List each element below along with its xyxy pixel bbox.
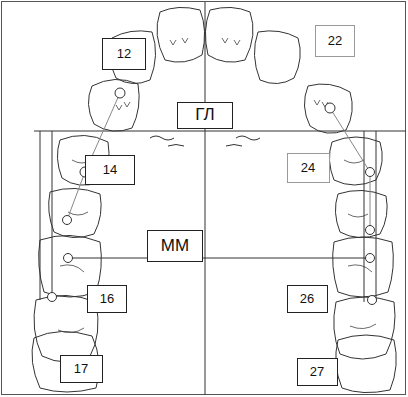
tooth-label-box: 16 [87,285,127,313]
callout-number: 26 [300,292,314,306]
callout-number: 17 [74,362,88,376]
tooth-label-box: 27 [297,358,338,386]
tooth-label-box: 26 [287,285,328,313]
callout-number: ГЛ [195,106,214,125]
callout-number: 24 [301,161,315,175]
tooth-label-box: 24 [287,153,330,183]
tooth-label-box: 17 [60,355,103,383]
measurement-lines [34,2,406,395]
callout-number: 27 [310,365,324,379]
callout-number: 12 [117,47,131,61]
callout-number: 14 [103,163,117,177]
tooth-label-box: ММ [147,230,203,262]
fissure-marks [58,38,376,333]
landmark-points [48,88,377,305]
tooth-label-box: 14 [85,155,135,185]
callout-number: ММ [161,237,189,256]
tooth-label-box: 12 [102,38,146,70]
tooth-label-box: 22 [315,25,355,57]
callout-number: 16 [100,292,114,306]
tooth-label-box: ГЛ [177,102,233,129]
callout-number: 22 [328,34,342,48]
teeth [32,7,396,392]
